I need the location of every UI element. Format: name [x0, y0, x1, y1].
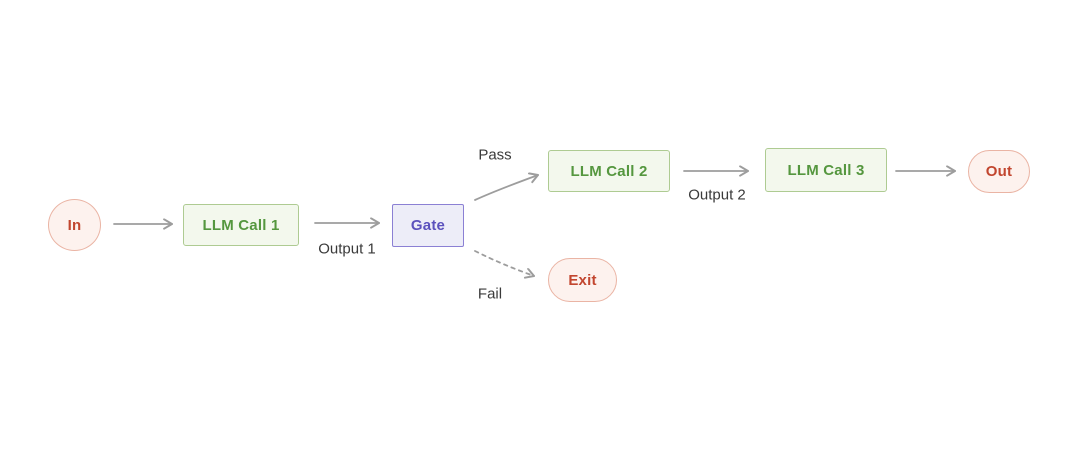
node-out: Out [968, 150, 1030, 193]
node-llm-call-2: LLM Call 2 [548, 150, 670, 192]
edge-label-output-1: Output 1 [318, 240, 376, 258]
edge-label-pass: Pass [478, 146, 512, 164]
node-gate: Gate [392, 204, 464, 247]
node-exit: Exit [548, 258, 617, 302]
edge-gate-pass-to-llm2-arrow [474, 175, 538, 201]
edge-label-fail: Fail [477, 285, 503, 303]
node-llm-call-3: LLM Call 3 [765, 148, 887, 192]
edge-label-output-2: Output 2 [688, 186, 746, 204]
node-in: In [48, 199, 101, 251]
edge-gate-fail-to-exit-arrow [474, 250, 534, 276]
node-llm-call-1: LLM Call 1 [183, 204, 299, 246]
